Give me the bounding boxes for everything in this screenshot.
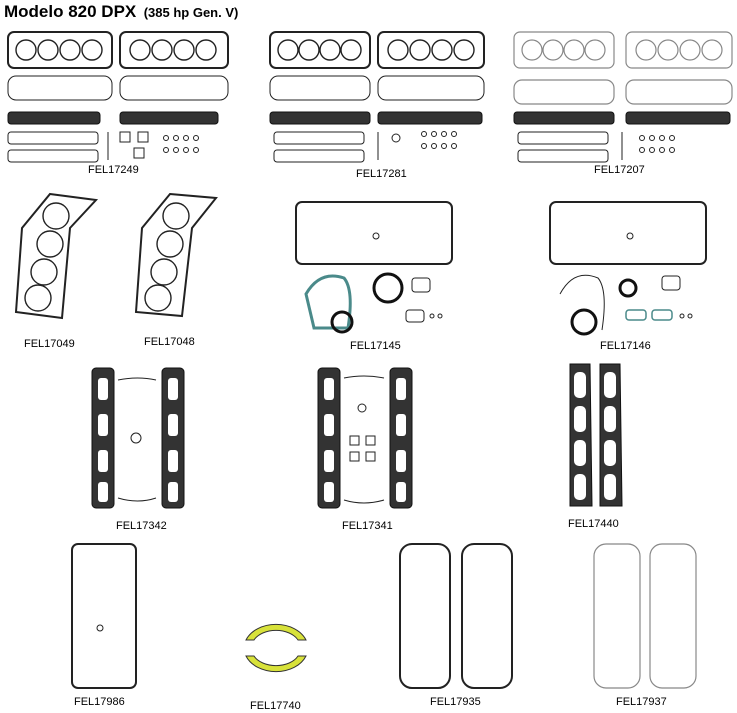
valve-cover-illustration: [399, 543, 513, 689]
oil-pan-illustration: [71, 543, 137, 689]
full-set-illustration: [7, 31, 229, 163]
part-code: FEL17049: [24, 338, 75, 350]
part-code: FEL17986: [74, 696, 125, 708]
part-code: FEL17146: [600, 340, 651, 352]
part-code: FEL17440: [568, 518, 619, 530]
intake-set-illustration: [317, 367, 413, 509]
part-fel17048[interactable]: FEL17048: [126, 188, 230, 348]
part-code: FEL17341: [342, 520, 393, 532]
head-gasket-illustration: [14, 192, 99, 320]
part-code: FEL17935: [430, 696, 481, 708]
part-fel17249[interactable]: FEL17249: [4, 28, 236, 176]
full-set-illustration: [513, 31, 733, 163]
page-title: Modelo 820 DPX (385 hp Gen. V): [4, 2, 238, 22]
part-code: FEL17342: [116, 520, 167, 532]
full-set-illustration: [269, 31, 485, 163]
part-fel17937[interactable]: FEL17937: [590, 540, 700, 710]
valve-cover-illustration: [593, 543, 697, 689]
part-fel17281[interactable]: FEL17281: [266, 28, 492, 184]
part-fel17935[interactable]: FEL17935: [396, 540, 520, 710]
part-fel17740[interactable]: FEL17740: [240, 610, 320, 712]
part-code: FEL17281: [356, 168, 407, 180]
part-code: FEL17207: [594, 164, 645, 176]
model-title: Modelo 820 DPX: [4, 2, 137, 21]
conversion-set-illustration: [295, 201, 453, 334]
exhaust-gaskets-illustration: [569, 363, 623, 507]
part-fel17145[interactable]: FEL17145: [292, 198, 462, 356]
head-gasket-illustration: [134, 192, 218, 318]
part-fel17986[interactable]: FEL17986: [70, 540, 160, 710]
part-code: FEL17145: [350, 340, 401, 352]
conversion-set-illustration: [549, 201, 707, 336]
part-code: FEL17937: [616, 696, 667, 708]
intake-set-illustration: [91, 367, 185, 509]
part-fel17342[interactable]: FEL17342: [90, 364, 200, 536]
part-code: FEL17249: [88, 164, 139, 176]
model-subtitle: (385 hp Gen. V): [143, 5, 239, 20]
part-code: FEL17740: [250, 700, 301, 712]
part-fel17146[interactable]: FEL17146: [546, 198, 716, 356]
part-fel17049[interactable]: FEL17049: [10, 188, 106, 354]
rear-main-seal-illustration: [245, 623, 307, 673]
part-fel17440[interactable]: FEL17440: [562, 360, 652, 536]
part-code: FEL17048: [144, 336, 195, 348]
part-fel17341[interactable]: FEL17341: [316, 364, 426, 536]
part-fel17207[interactable]: FEL17207: [510, 28, 736, 184]
